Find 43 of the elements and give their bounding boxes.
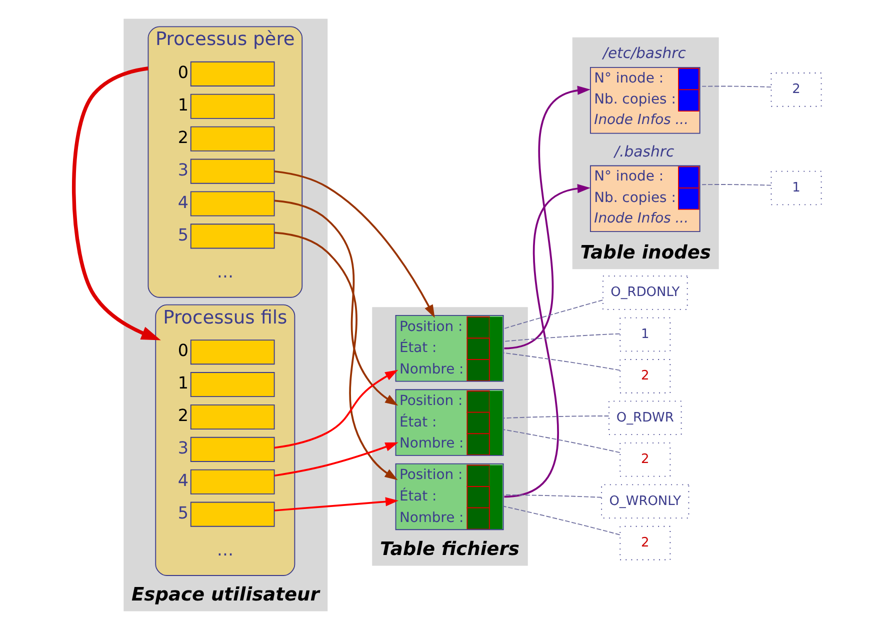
label: … [216,540,234,560]
node-label: 4 [178,192,188,212]
node-label: 1 [178,95,188,114]
connector [502,506,620,536]
node-label: /etc/bashrc [602,45,686,62]
connector [502,333,620,342]
arrow [274,200,398,406]
connector [502,300,604,330]
connector [702,184,772,186]
node-box: O_RDONLY [602,276,688,310]
arrow [274,170,435,318]
node-label: 1 [178,374,188,393]
connector [702,86,772,88]
connector [502,494,602,498]
node-box: 1 [770,170,822,206]
node-label: 3 [178,160,188,180]
arrow [274,232,398,480]
node-label: /.bashrc [614,143,674,160]
connector [502,352,620,371]
node-box: 2 [620,359,671,394]
connector [502,429,620,454]
node-label: 0 [178,341,188,360]
arrow [72,66,161,340]
node-label: 5 [178,225,188,244]
node-label: 4 [178,470,188,490]
arrow [274,442,398,477]
arrow [274,370,398,449]
node-box: 2 [770,72,822,107]
node-label: 2 [178,128,188,147]
node-box: 2 [620,442,671,477]
node-box: O_WRONLY [601,484,690,518]
label: … [216,262,234,282]
connector [502,416,610,419]
arrow [504,86,590,350]
node-box: O_RDWR [608,400,682,436]
node-label: 3 [178,438,188,458]
node-label: 2 [178,406,188,426]
node-box: 2 [620,526,671,560]
arrow [274,497,399,512]
node-label: 0 [178,63,188,82]
arrow [504,184,590,498]
node-box: 1 [620,317,671,352]
node-label: 5 [178,503,188,522]
